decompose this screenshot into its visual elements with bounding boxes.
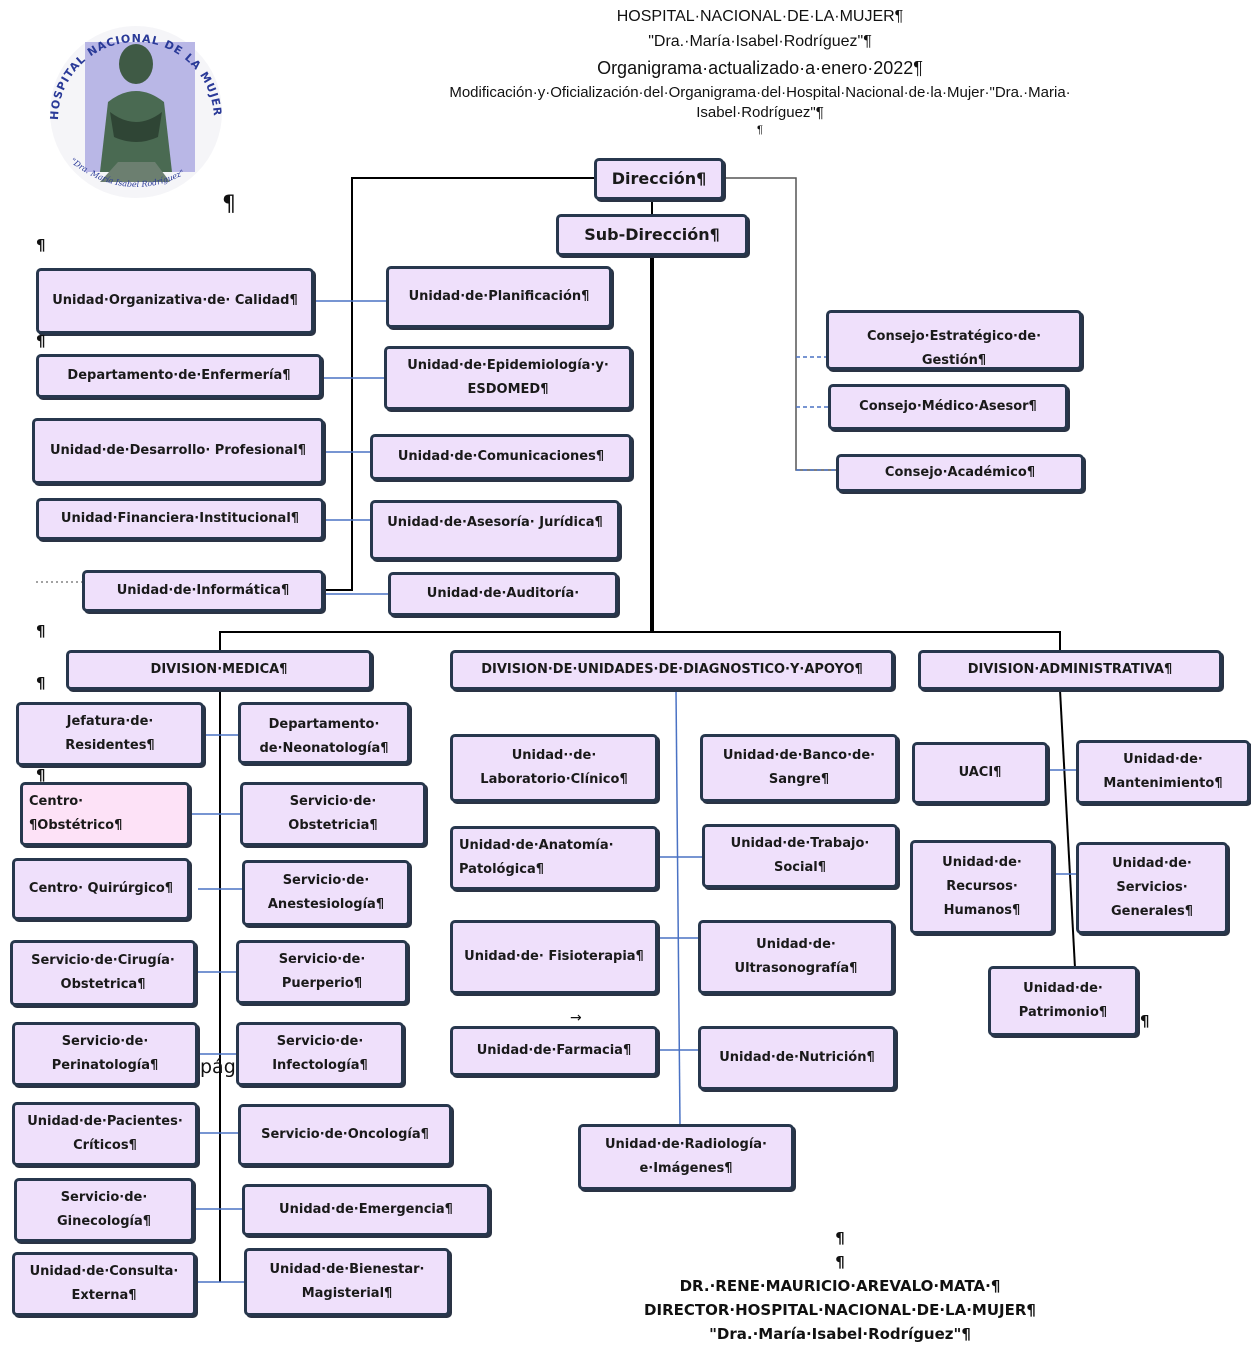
pilcrow-mark: ¶ xyxy=(1140,1012,1150,1030)
footer-director-name: DR.·RENE·MAURICIO·AREVALO·MATA·¶ xyxy=(679,1277,1001,1295)
box-consulta-externa: Unidad·de·Consulta· Externa¶ xyxy=(12,1252,196,1316)
box-perinatologia: Servicio·de· Perinatología¶ xyxy=(12,1022,198,1086)
box-puerperio: Servicio·de· Puerperio¶ xyxy=(236,940,408,1004)
box-radiologia: Unidad·de·Radiología· e·Imágenes¶ xyxy=(578,1124,794,1190)
box-mantenimiento: Unidad·de· Mantenimiento¶ xyxy=(1076,740,1250,804)
box-asesoria-juridica: Unidad·de·Asesoría· Jurídica¶ xyxy=(370,500,620,560)
box-banco-sangre: Unidad·de·Banco·de· Sangre¶ xyxy=(700,734,898,802)
box-consejo-estrategico: Consejo·Estratégico·de· Gestión¶ xyxy=(826,310,1082,370)
pilcrow-mark: ¶ xyxy=(36,674,46,692)
box-servicios-generales: Unidad·de· Servicios· Generales¶ xyxy=(1076,842,1228,934)
box-emergencia: Unidad·de·Emergencia¶ xyxy=(242,1184,490,1236)
box-pacientes-criticos: Unidad·de·Pacientes· Críticos¶ xyxy=(12,1102,198,1166)
title-hospital: HOSPITAL·NACIONAL·DE·LA·MUJER¶ xyxy=(616,8,904,25)
box-desarrollo-profesional: Unidad·de·Desarrollo· Profesional¶ xyxy=(32,418,324,484)
box-anatomia-patologica: Unidad·de·Anatomía· Patológica¶ xyxy=(450,826,658,890)
box-epidemiologia: Unidad·de·Epidemiología·y· ESDOMED¶ xyxy=(384,346,632,410)
box-ultrasonografia: Unidad·de· Ultrasonografía¶ xyxy=(698,920,894,994)
footer-hospital-name: "Dra.·María·Isabel·Rodríguez"¶ xyxy=(709,1325,971,1343)
box-obstetricia: Servicio·de· Obstetricia¶ xyxy=(240,782,426,846)
footer-pilcrow-2: ¶ xyxy=(835,1253,845,1271)
pilcrow-mark: ¶ xyxy=(36,622,46,640)
box-direccion: Dirección¶ xyxy=(594,158,724,200)
box-division-medica: DIVISION·MEDICA¶ xyxy=(66,650,372,690)
subtitle-line-1: Modificación·y·Oficialización·del·Organi… xyxy=(449,84,1071,101)
pilcrow-mark: ¶ xyxy=(36,236,46,254)
box-unidad-financiera: Unidad·Financiera·Institucional¶ xyxy=(36,498,324,540)
box-jefatura-residentes: Jefatura·de· Residentes¶ xyxy=(16,702,204,766)
box-bienestar-magisterial: Unidad·de·Bienestar· Magisterial¶ xyxy=(244,1248,450,1316)
box-departamento-enfermeria: Departamento·de·Enfermería¶ xyxy=(36,354,322,398)
footer-pilcrow-1: ¶ xyxy=(835,1229,845,1247)
box-unidad-informatica: Unidad·de·Informática¶ xyxy=(82,570,324,612)
subtitle-line-2: Isabel·Rodríguez"¶ xyxy=(696,104,824,121)
box-ginecologia: Servicio·de· Ginecología¶ xyxy=(14,1178,194,1242)
box-division-administrativa: DIVISION·ADMINISTRATIVA¶ xyxy=(918,650,1222,690)
box-consejo-medico: Consejo·Médico·Asesor¶ xyxy=(828,384,1068,430)
pilcrow-mark: ¶ xyxy=(222,192,236,217)
subtitle-pilcrow: ¶ xyxy=(757,124,763,136)
box-uaci: UACI¶ xyxy=(912,742,1048,804)
box-auditoria: Unidad·de·Auditoría· xyxy=(388,572,618,616)
box-farmacia: Unidad·de·Farmacia¶ xyxy=(450,1026,658,1076)
box-oncologia: Servicio·de·Oncología¶ xyxy=(238,1104,452,1166)
box-fisioterapia: Unidad·de· Fisioterapia¶ xyxy=(450,920,658,994)
box-consejo-academico: Consejo·Académico¶ xyxy=(836,454,1084,492)
footer-director-title: DIRECTOR·HOSPITAL·NACIONAL·DE·LA·MUJER¶ xyxy=(644,1301,1036,1319)
title-update-date: Organigrama·actualizado·a·enero·2022¶ xyxy=(597,58,923,78)
title-doctor-name: "Dra.·María·Isabel·Rodríguez"¶ xyxy=(648,33,872,50)
pilcrow-mark: ¶ xyxy=(36,766,46,784)
box-laboratorio-clinico: Unidad··de· Laboratorio·Clínico¶ xyxy=(450,734,658,802)
box-trabajo-social: Unidad·de·Trabajo· Social¶ xyxy=(702,824,898,888)
box-centro-quirurgico: Centro· Quirúrgico¶ xyxy=(12,858,190,920)
box-subdireccion: Sub-Dirección¶ xyxy=(556,214,748,256)
box-division-diagnostico: DIVISION·DE·UNIDADES·DE·DIAGNOSTICO·Y·AP… xyxy=(450,650,894,690)
pilcrow-mark: ¶ xyxy=(36,332,46,350)
arrow-mark: → xyxy=(570,1010,582,1026)
box-neonatologia: Departamento· de·Neonatología¶ xyxy=(238,702,410,764)
box-unidad-calidad: Unidad·Organizativa·de· Calidad¶ xyxy=(36,268,314,334)
box-unidad-planificacion: Unidad·de·Planificación¶ xyxy=(386,266,612,328)
stray-text: pág xyxy=(200,1056,236,1078)
box-centro-obstetrico: Centro· ¶Obstétrico¶ xyxy=(20,782,190,846)
box-patrimonio: Unidad·de· Patrimonio¶ xyxy=(988,966,1138,1036)
box-nutricion: Unidad·de·Nutrición¶ xyxy=(698,1026,896,1090)
box-cirugia-obstetrica: Servicio·de·Cirugía· Obstetrica¶ xyxy=(10,940,196,1006)
box-recursos-humanos: Unidad·de· Recursos· Humanos¶ xyxy=(910,840,1054,934)
box-infectologia: Servicio·de· Infectología¶ xyxy=(236,1022,404,1086)
hospital-seal-logo: HOSPITAL NACIONAL DE LA MUJER "Dra. Marí… xyxy=(48,26,223,198)
box-comunicaciones: Unidad·de·Comunicaciones¶ xyxy=(370,434,632,480)
box-anestesiologia: Servicio·de· Anestesiología¶ xyxy=(242,860,410,926)
